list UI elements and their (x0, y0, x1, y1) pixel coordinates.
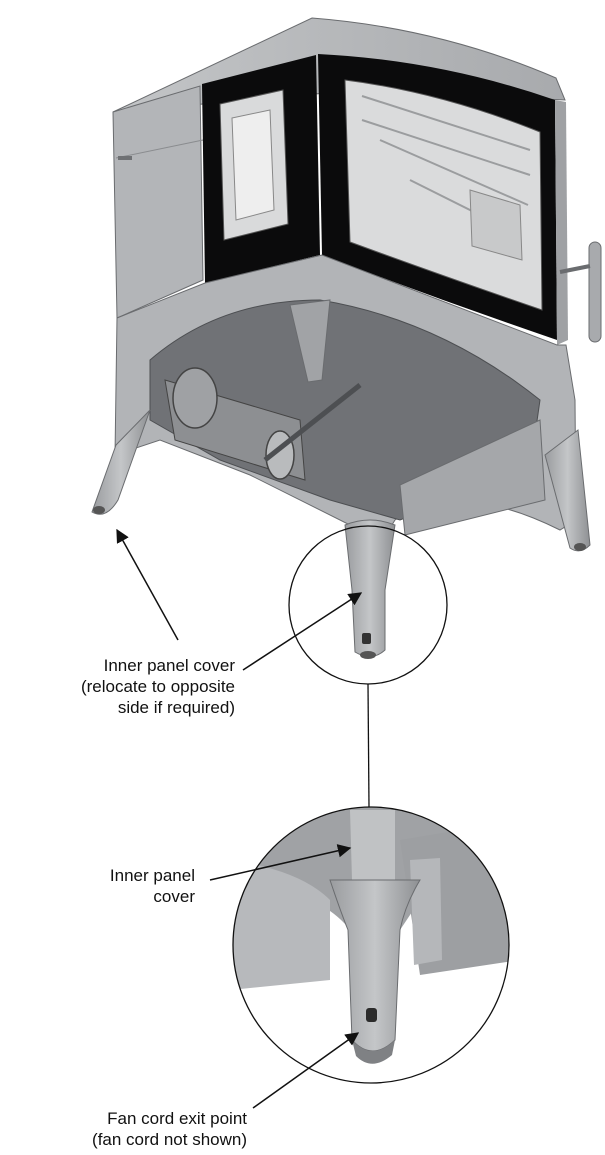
detail-circle-large (232, 806, 510, 1084)
fan-cord-exit-hole (366, 1008, 377, 1022)
label-inner-panel-cover-bottom: Inner panel cover (110, 865, 195, 907)
label-line: (fan cord not shown) (92, 1130, 247, 1149)
arrow-left-leg (116, 528, 179, 641)
label-line: Inner panel (109, 866, 195, 885)
door-handle (588, 241, 602, 343)
leg-front (344, 519, 396, 657)
arrow-fan-cord (252, 1032, 360, 1109)
label-inner-panel-cover-top: Inner panel cover (relocate to opposite … (81, 655, 235, 718)
stove-illustration (91, 17, 602, 659)
stove-left-side (112, 85, 204, 319)
label-line: Inner panel cover (103, 656, 235, 675)
label-line: cover (153, 887, 195, 906)
label-line: Fan cord exit point (107, 1109, 247, 1128)
label-fan-cord-exit-point: Fan cord exit point (fan cord not shown) (92, 1108, 247, 1150)
arrow-inner-panel-top (242, 592, 363, 671)
zoomed-leg-detail (233, 807, 509, 1083)
leg-left (91, 409, 151, 515)
label-line: side if required) (117, 698, 235, 717)
zoomed-leg (329, 879, 421, 1052)
label-line: (relocate to opposite (80, 677, 235, 696)
arrow-inner-panel-bottom (209, 844, 352, 881)
detail-connector-line (367, 683, 370, 808)
